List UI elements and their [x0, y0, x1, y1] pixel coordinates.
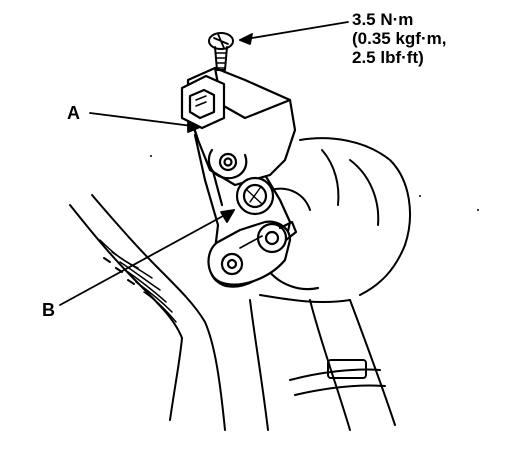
torque-leader-line: [239, 21, 349, 41]
wire-harness: [69, 194, 226, 431]
leader-line-b: [59, 209, 235, 306]
torque-specification: 3.5 N·m (0.35 kgf·m, 2.5 lbf·ft): [352, 10, 446, 67]
engine-housing: [247, 112, 411, 431]
callout-label-b: B: [42, 300, 55, 320]
sensor-body: [180, 66, 297, 187]
leader-lines: [59, 21, 349, 306]
arrowhead-b: [220, 209, 235, 223]
leader-line-a: [89, 112, 201, 128]
arrowhead-a: [187, 120, 201, 133]
mounting-screw: [208, 32, 234, 71]
o-ring: [235, 176, 275, 216]
torque-line-1: 3.5 N·m: [352, 10, 414, 29]
torque-line-3: 2.5 lbf·ft): [352, 48, 424, 67]
scan-specks: [150, 155, 479, 211]
torque-arrowhead: [239, 33, 253, 45]
callout-label-a: A: [67, 103, 80, 123]
torque-line-2: (0.35 kgf·m,: [352, 29, 447, 48]
lower-bracket: [207, 220, 298, 286]
